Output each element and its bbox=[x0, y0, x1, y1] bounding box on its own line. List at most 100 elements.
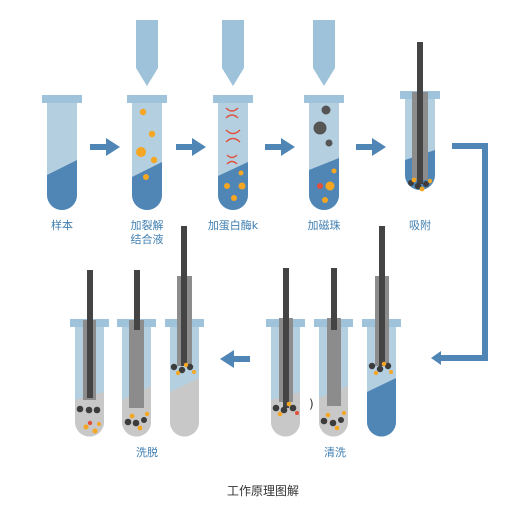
magnetic-rod-sheath bbox=[129, 320, 144, 408]
magnetic-bead bbox=[272, 404, 280, 412]
particle bbox=[150, 156, 158, 164]
liquid-wash bbox=[367, 378, 396, 437]
particle bbox=[341, 410, 347, 416]
stray-mark: ) bbox=[309, 397, 314, 411]
connector-arrow bbox=[440, 143, 488, 361]
figure-caption: 工作原理图解 bbox=[227, 484, 299, 498]
tube-elution-2 bbox=[117, 270, 156, 437]
particle bbox=[175, 370, 181, 376]
magnetic-bead bbox=[170, 363, 178, 371]
magnetic-rod bbox=[283, 268, 289, 408]
magnetic-rod bbox=[87, 270, 93, 398]
particle bbox=[238, 170, 244, 176]
particle bbox=[87, 420, 93, 426]
tube-wash-2 bbox=[314, 268, 353, 437]
arrow-left-icon bbox=[220, 350, 250, 368]
particle bbox=[334, 425, 340, 431]
tube-elution-3 bbox=[165, 226, 204, 437]
pipette-icon bbox=[222, 20, 244, 86]
magnetic-bead bbox=[141, 417, 147, 423]
magnetic-bead bbox=[338, 417, 344, 423]
arrow-right-icon bbox=[265, 138, 295, 156]
particle bbox=[325, 181, 335, 191]
tube-lysis bbox=[127, 20, 167, 210]
particle bbox=[322, 197, 328, 203]
particle bbox=[419, 186, 425, 192]
particle bbox=[92, 428, 98, 434]
magnetic-bead bbox=[414, 182, 422, 190]
magnetic-bead bbox=[178, 366, 186, 374]
magnetic-bead bbox=[85, 406, 93, 414]
magnetic-bead bbox=[132, 419, 140, 427]
magnetic-bead bbox=[186, 363, 194, 371]
tube-adsorption bbox=[400, 42, 440, 192]
magnetic-bead bbox=[376, 365, 384, 373]
particle bbox=[183, 362, 189, 368]
step-label-elution: 洗脱 bbox=[136, 445, 158, 459]
arrow-left-icon bbox=[431, 351, 441, 365]
magnetic-bead bbox=[325, 139, 333, 147]
step-label-adsorb: 吸附 bbox=[409, 218, 431, 232]
liquid-elution bbox=[170, 378, 199, 437]
step-label-lysis-2: 结合液 bbox=[131, 232, 164, 246]
liquid-sample bbox=[47, 160, 77, 210]
particle bbox=[144, 411, 150, 417]
arrow-right-icon bbox=[90, 138, 120, 156]
magnetic-rod bbox=[417, 42, 423, 184]
tube-cap bbox=[127, 95, 167, 103]
liquid-elution bbox=[75, 392, 104, 437]
tube-cap bbox=[213, 95, 253, 103]
particle bbox=[129, 413, 135, 419]
particle bbox=[277, 411, 283, 417]
step-label-beads: 加磁珠 bbox=[308, 218, 341, 232]
magnetic-bead bbox=[368, 362, 376, 370]
particle bbox=[137, 425, 143, 431]
particle bbox=[224, 183, 230, 189]
magnetic-bead bbox=[321, 105, 331, 115]
particle bbox=[381, 361, 387, 367]
arrow-right-icon bbox=[356, 138, 386, 156]
tube-elution-1 bbox=[70, 270, 109, 437]
magnetic-bead bbox=[320, 417, 328, 425]
particle bbox=[231, 195, 237, 201]
step-label-sample: 样本 bbox=[51, 218, 73, 232]
particle bbox=[148, 130, 156, 138]
magnetic-bead bbox=[280, 406, 288, 414]
arrow-right-icon bbox=[176, 138, 206, 156]
particle bbox=[427, 178, 433, 184]
magnetic-bead bbox=[124, 418, 132, 426]
magnetic-bead bbox=[289, 404, 297, 412]
particle bbox=[136, 147, 146, 157]
particle bbox=[286, 401, 292, 407]
magnetic-bead bbox=[423, 181, 429, 187]
step-label-proteinase: 加蛋白酶k bbox=[208, 218, 259, 232]
tube-proteinase bbox=[213, 20, 253, 210]
pipette-icon bbox=[136, 20, 158, 86]
tube-sample bbox=[42, 95, 82, 210]
step-label-lysis-1: 加裂解 bbox=[131, 218, 164, 232]
magnetic-rod-sheath bbox=[327, 318, 341, 406]
magnetic-bead bbox=[384, 362, 392, 370]
particle bbox=[192, 370, 196, 374]
particle bbox=[389, 370, 393, 374]
magnetic-rod bbox=[379, 226, 385, 366]
step-label-wash: 清洗 bbox=[324, 446, 346, 459]
particle bbox=[331, 168, 337, 174]
particle bbox=[295, 411, 299, 415]
magnetic-bead bbox=[93, 406, 101, 414]
magnetic-bead bbox=[313, 121, 327, 135]
magnetic-rod bbox=[134, 270, 140, 330]
particle bbox=[83, 424, 89, 430]
magnetic-rod bbox=[331, 268, 337, 330]
particle bbox=[143, 174, 149, 180]
liquid-beads bbox=[309, 158, 339, 210]
liquid-lysis bbox=[132, 162, 162, 210]
liquid-wash bbox=[271, 392, 300, 437]
magnetic-bead bbox=[76, 405, 84, 413]
magnetic-rod bbox=[181, 226, 187, 366]
particle bbox=[411, 177, 417, 183]
tube-wash-1 bbox=[266, 268, 305, 437]
particle bbox=[97, 422, 101, 426]
particle bbox=[139, 108, 147, 116]
